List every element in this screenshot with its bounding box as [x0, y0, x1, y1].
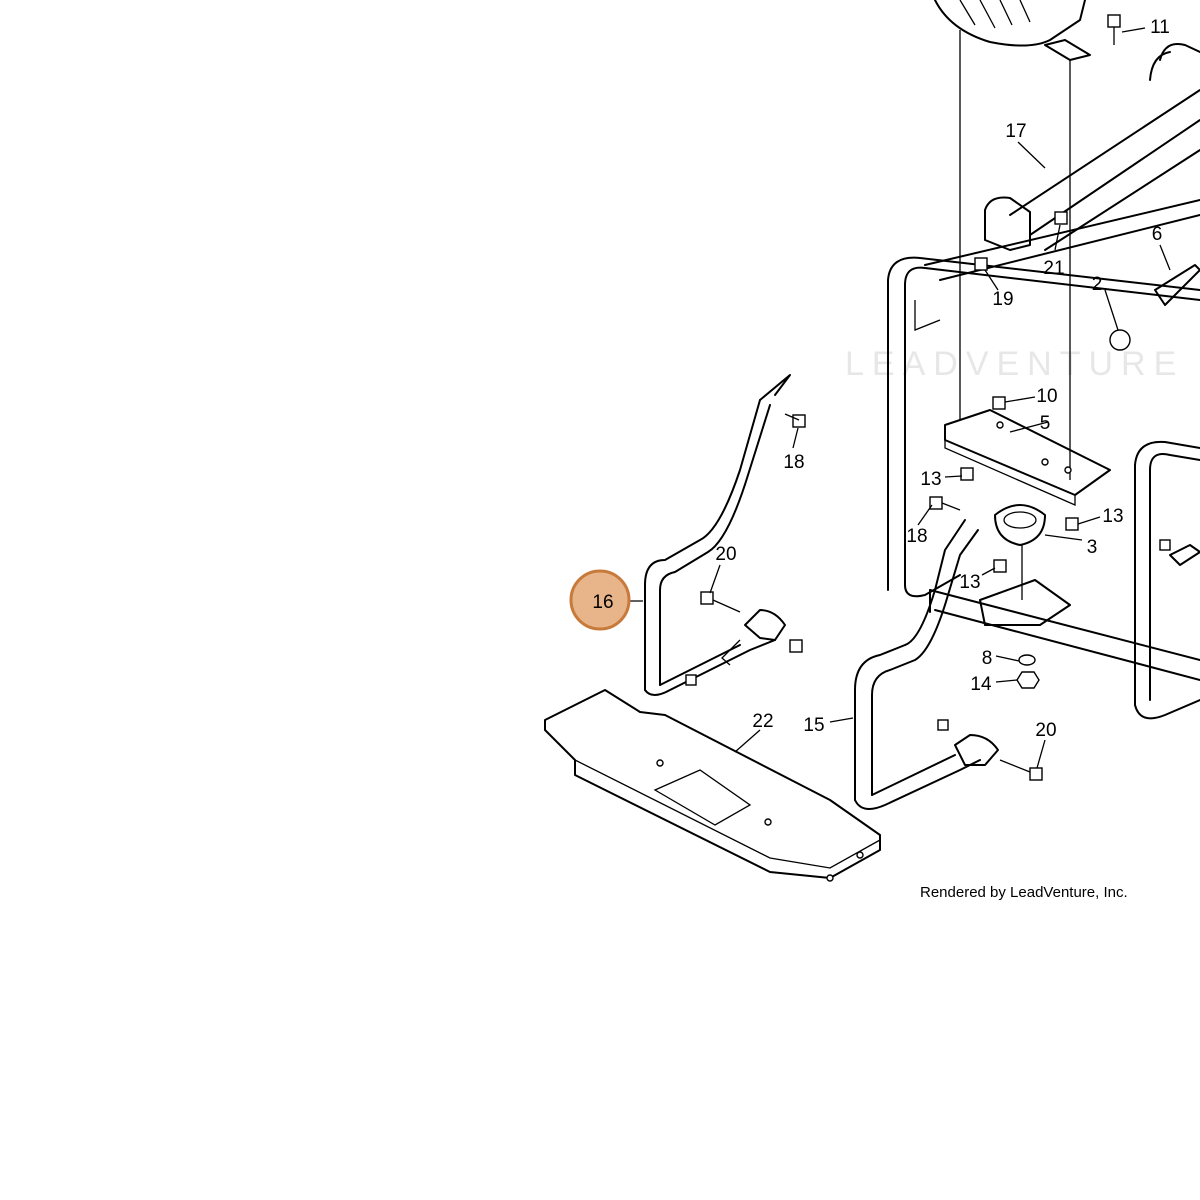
callout-18[interactable]: 18 [906, 526, 927, 547]
callout-10[interactable]: 10 [1036, 386, 1057, 407]
hardware [685, 14, 1200, 781]
side-bar-15 [854, 519, 999, 810]
callout-8[interactable]: 8 [982, 648, 993, 669]
support-plate-5 [944, 409, 1111, 506]
callout-20[interactable]: 20 [1035, 720, 1056, 741]
skid-plate-22 [544, 689, 881, 882]
watermark: LEADVENTURE [845, 345, 1185, 383]
callout-6[interactable]: 6 [1152, 224, 1163, 245]
callout-15[interactable]: 15 [803, 715, 824, 736]
side-bar-16 [644, 374, 791, 696]
callout-19[interactable]: 19 [992, 289, 1013, 310]
highlight-circle-16[interactable] [569, 569, 631, 631]
callout-labels: 16 20 18 22 15 20 18 13 13 13 10 5 3 8 1… [592, 17, 1169, 741]
callout-21[interactable]: 21 [1043, 258, 1064, 279]
callout-13[interactable]: 13 [920, 469, 941, 490]
callout-13[interactable]: 13 [1102, 506, 1123, 527]
render-credit: Rendered by LeadVenture, Inc. [920, 884, 1128, 901]
callout-17[interactable]: 17 [1005, 121, 1026, 142]
leader-lines [622, 27, 1171, 769]
callout-14[interactable]: 14 [970, 674, 992, 695]
callout-11[interactable]: 11 [1150, 17, 1170, 38]
lift-handle-17 [984, 43, 1200, 251]
callout-2[interactable]: 2 [1092, 274, 1103, 295]
callout-20[interactable]: 20 [715, 544, 736, 565]
center-mount-3 [979, 504, 1071, 626]
callout-5[interactable]: 5 [1040, 413, 1051, 434]
engine-housing [934, 0, 1091, 480]
callout-16[interactable]: 16 [592, 592, 613, 613]
callout-13[interactable]: 13 [959, 572, 980, 593]
callout-22[interactable]: 22 [752, 711, 773, 732]
callout-18[interactable]: 18 [783, 452, 804, 473]
callout-3[interactable]: 3 [1087, 537, 1098, 558]
